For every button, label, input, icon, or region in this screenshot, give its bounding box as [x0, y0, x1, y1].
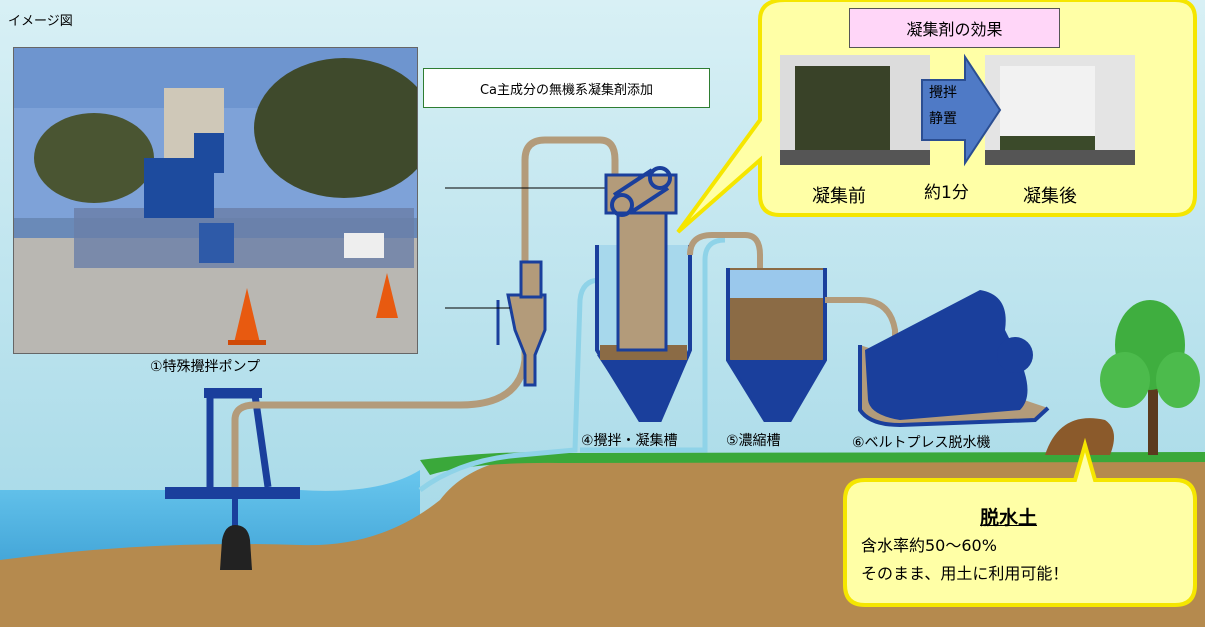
arrow-line-2: 静置 [929, 111, 957, 127]
soil-moisture: 含水率約50～60% [861, 536, 997, 555]
additive-label: Ca主成分の無機系凝集剤添加 [479, 82, 654, 98]
effect-title-box: 凝集剤の効果 [849, 8, 1060, 48]
soil-title: 脱水土 [980, 507, 1038, 529]
soil-pile [1045, 418, 1114, 455]
grass-strip [420, 452, 1205, 475]
pipe-return [418, 277, 601, 493]
soil-callout-bubble [843, 437, 1197, 607]
cyclone-separator [496, 260, 547, 387]
additive-label-box: Ca主成分の無機系凝集剤添加 [423, 68, 710, 108]
pump-float [165, 388, 300, 570]
site-photo [13, 47, 418, 354]
arrow-text: 攪拌 静置 [929, 80, 957, 132]
label-tank-4: ④攪拌・凝集槽 [581, 433, 678, 449]
label-after: 凝集後 [1023, 186, 1077, 207]
tank-4-mixing [595, 166, 692, 422]
belt-press [858, 290, 1050, 428]
tree [1100, 300, 1200, 455]
beaker-after [985, 55, 1135, 165]
tank-5-thickening [726, 268, 827, 422]
process-arrow [921, 53, 1002, 167]
label-belt-press: ⑥ベルトプレス脱水機 [852, 435, 991, 451]
label-duration: 約1分 [924, 183, 969, 203]
label-tank-5: ⑤濃縮槽 [726, 433, 781, 449]
diagram-title: イメージ図 [8, 14, 73, 29]
arrow-line-1: 攪拌 [929, 85, 957, 101]
effect-title: 凝集剤の効果 [906, 20, 1003, 39]
beaker-before [780, 55, 930, 165]
soil-usage: そのまま、用土に利用可能！ [861, 564, 1069, 583]
label-before: 凝集前 [812, 186, 866, 207]
photo-caption: ①特殊攪拌ポンプ [150, 359, 261, 375]
